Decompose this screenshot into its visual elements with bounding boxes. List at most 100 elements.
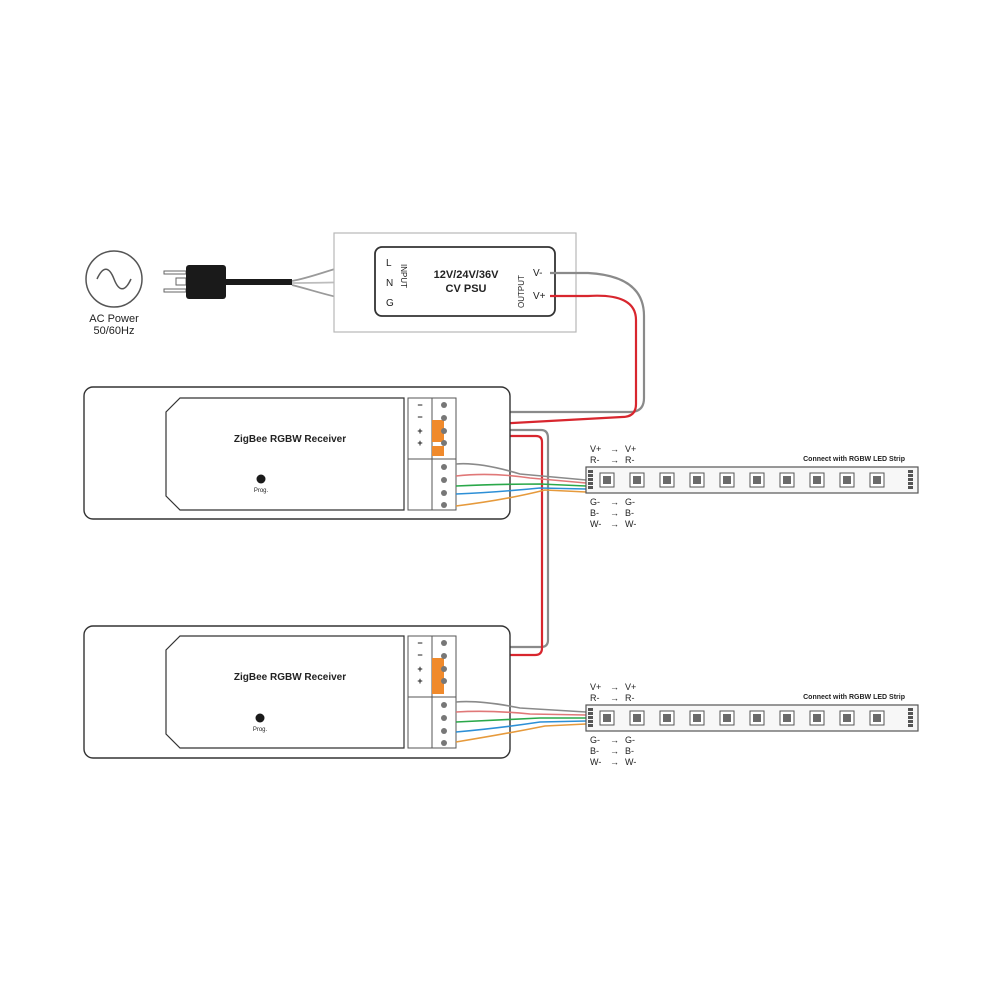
terminal-highlight — [432, 420, 444, 442]
receiver-output-wires — [455, 462, 587, 507]
strip-contact-pad — [908, 478, 913, 481]
strip-contact-pad — [908, 720, 913, 723]
strip-contact-pad — [908, 724, 913, 727]
map-arrow: → — [610, 693, 619, 703]
psu: L N G INPUT 12V/24V/36V CV PSU OUTPUT V-… — [333, 232, 577, 333]
strip-contact-pad — [908, 486, 913, 489]
terminal-block: − − + + — [407, 635, 457, 749]
led-chip-die — [873, 476, 881, 484]
terminal-mark: + — [417, 664, 422, 674]
map-to: V+ — [625, 444, 636, 454]
strip-contact-pad — [588, 708, 593, 711]
led-strip-1: Connect with RGBW LED Strip — [585, 456, 919, 494]
map-from: V+ — [590, 444, 601, 454]
psu-terminal-l: L — [386, 258, 392, 269]
psu-input-label: INPUT — [399, 264, 408, 288]
strip-contact-pad — [588, 724, 593, 727]
power-plug — [163, 265, 292, 299]
map-to: B- — [625, 746, 634, 756]
strip-label: Connect with RGBW LED Strip — [803, 456, 905, 463]
led-chip-die — [813, 714, 821, 722]
map-to: G- — [625, 497, 635, 507]
strip-contact-pad — [588, 478, 593, 481]
plug-prong — [163, 270, 187, 275]
led-chip-die — [663, 714, 671, 722]
terminal-mark: − — [417, 638, 422, 648]
psu-terminal-vplus: V+ — [533, 291, 546, 302]
map-from: G- — [590, 735, 600, 745]
led-strip-2: Connect with RGBW LED Strip — [585, 694, 919, 732]
strip-1-mapping: V+ → V+ R- → R- G- → G- B- → B- W- → W- — [590, 444, 636, 529]
psu-body — [374, 246, 556, 317]
map-from: V+ — [590, 682, 601, 692]
strip-contact-pad — [908, 712, 913, 715]
strip-contact-pad — [588, 716, 593, 719]
map-from: W- — [590, 757, 601, 767]
receiver-output-wires — [455, 700, 587, 743]
map-to: V+ — [625, 682, 636, 692]
ac-frequency-label: 50/60Hz — [94, 325, 135, 337]
map-arrow: → — [610, 508, 619, 518]
psu-terminal-vminus: V- — [533, 268, 542, 279]
strip-contact-pad — [908, 470, 913, 473]
plug-ground-prong — [175, 277, 187, 286]
led-chip-die — [753, 476, 761, 484]
map-from: W- — [590, 519, 601, 529]
map-from: G- — [590, 497, 600, 507]
led-chip-die — [783, 714, 791, 722]
psu-title: 12V/24V/36V — [434, 269, 499, 281]
ac-power-source: AC Power 50/60Hz — [85, 250, 143, 337]
psu-terminal-n: N — [386, 278, 393, 289]
terminal-mark: + — [417, 438, 422, 448]
map-to: R- — [625, 455, 635, 465]
led-chip-die — [843, 714, 851, 722]
map-arrow: → — [610, 735, 619, 745]
map-arrow: → — [610, 746, 619, 756]
prog-label: Prog. — [254, 488, 269, 494]
map-to: G- — [625, 735, 635, 745]
terminal-mark: − — [417, 650, 422, 660]
strip-contact-pad — [588, 474, 593, 477]
led-chip-die — [813, 476, 821, 484]
psu-output-wires — [475, 271, 646, 427]
psu-output-label: OUTPUT — [517, 275, 526, 308]
map-arrow: → — [610, 455, 619, 465]
map-arrow: → — [610, 519, 619, 529]
strip-contact-pad — [588, 486, 593, 489]
terminal-highlight — [432, 658, 444, 694]
led-chip-die — [693, 476, 701, 484]
led-chip-die — [783, 476, 791, 484]
strip-contact-pad — [588, 712, 593, 715]
terminal-mark: − — [417, 400, 422, 410]
map-from: R- — [590, 693, 600, 703]
terminal-mark: − — [417, 412, 422, 422]
strip-contact-pad — [908, 716, 913, 719]
terminal-mark: + — [417, 676, 422, 686]
terminal-mark: + — [417, 426, 422, 436]
led-chip-die — [723, 714, 731, 722]
ac-power-label: AC Power — [89, 313, 139, 325]
map-to: B- — [625, 508, 634, 518]
led-chip-die — [723, 476, 731, 484]
receiver-title: ZigBee RGBW Receiver — [234, 434, 346, 445]
map-from: B- — [590, 508, 599, 518]
led-chip-die — [753, 714, 761, 722]
plug-prong — [163, 288, 187, 293]
map-from: R- — [590, 455, 600, 465]
psu-terminal-g: G — [386, 298, 394, 309]
prog-button — [255, 713, 265, 723]
terminal-block: − − + + — [407, 397, 457, 511]
terminal-highlight — [432, 446, 444, 456]
strip-contact-pad — [908, 708, 913, 711]
receiver-face — [165, 397, 405, 511]
led-chip-die — [633, 476, 641, 484]
map-arrow: → — [610, 497, 619, 507]
map-arrow: → — [610, 682, 619, 692]
led-chip-die — [693, 714, 701, 722]
map-to: W- — [625, 519, 636, 529]
receiver-2: ZigBee RGBW Receiver Prog. − − + + — [83, 625, 587, 759]
strip-contact-pad — [588, 720, 593, 723]
prog-label: Prog. — [253, 727, 268, 733]
strip-2-mapping: V+ → V+ R- → R- G- → G- B- → B- W- → W- — [590, 682, 636, 767]
prog-button — [256, 474, 266, 484]
